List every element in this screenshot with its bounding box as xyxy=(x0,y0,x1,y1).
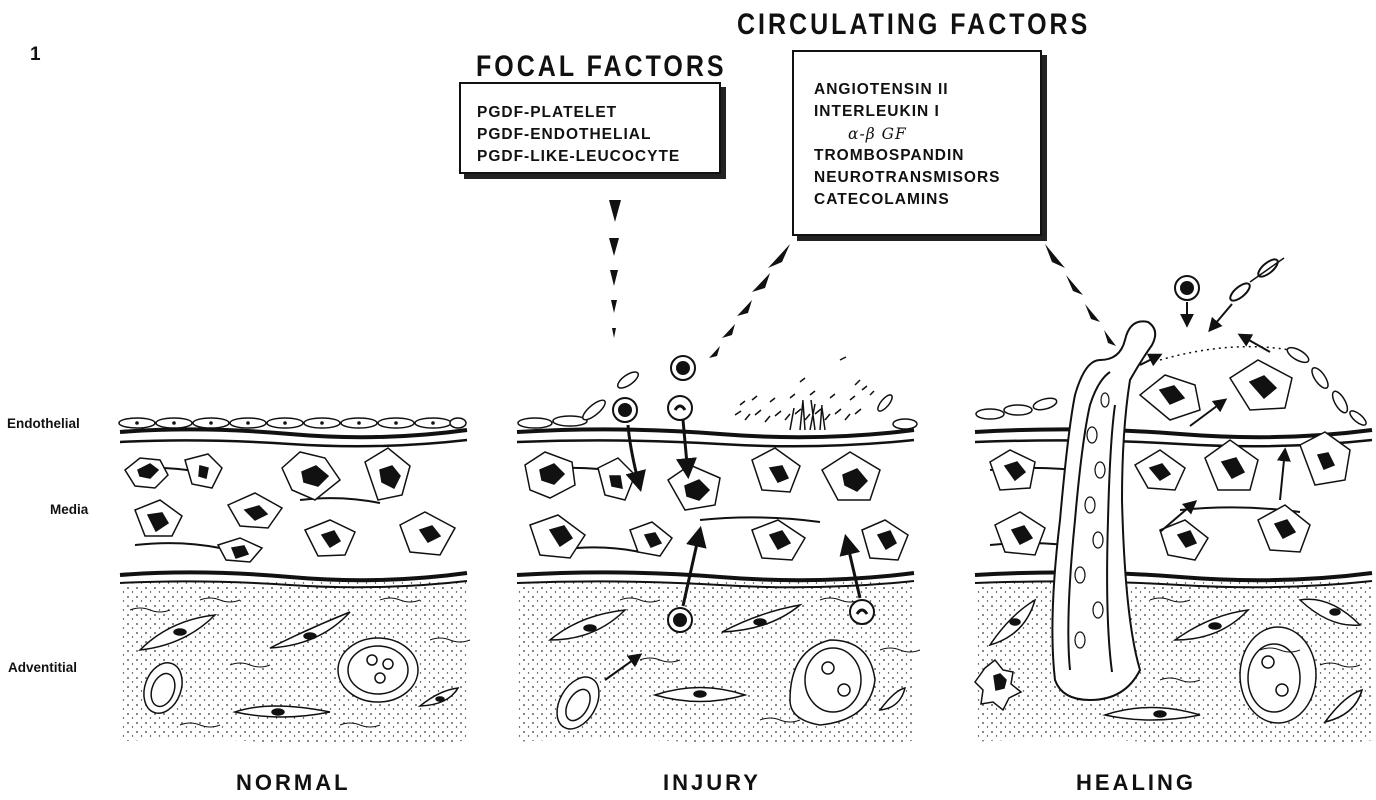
focal-factors-heading: FOCAL FACTORS xyxy=(476,50,727,84)
endothelial-cells-injury xyxy=(518,369,917,429)
endothelial-cells-normal xyxy=(119,418,466,428)
label-adventitial: Adventitial xyxy=(8,660,77,675)
figure-number: 1 xyxy=(30,44,41,66)
panel-label-healing: HEALING xyxy=(1076,770,1196,796)
focal-item: PGDF-PLATELET xyxy=(477,102,719,124)
circulating-item: TROMBOSPANDIN xyxy=(814,145,1040,167)
media-cells-healing xyxy=(990,360,1350,560)
label-endothelial: Endothelial xyxy=(7,416,80,431)
focal-item: PGDF-LIKE-LEUCOCYTE xyxy=(477,146,719,168)
circulating-item: INTERLEUKIN I xyxy=(814,101,1040,123)
focal-item: PGDF-ENDOTHELIAL xyxy=(477,124,719,146)
circulating-item: CATECOLAMINS xyxy=(814,189,1040,211)
media-cells-normal xyxy=(125,448,455,562)
circulating-factors-box: ANGIOTENSIN II INTERLEUKIN I α-β GF TROM… xyxy=(792,50,1042,236)
media-cells-injury xyxy=(525,448,908,560)
panel-label-injury: INJURY xyxy=(663,770,761,796)
circulating-factors-heading: CIRCULATING FACTORS xyxy=(737,8,1090,42)
focal-factors-box: PGDF-PLATELET PGDF-ENDOTHELIAL PGDF-LIKE… xyxy=(459,82,721,174)
circulating-item: ANGIOTENSIN II xyxy=(814,79,1040,101)
panel-label-normal: NORMAL xyxy=(236,770,351,796)
circulating-item: NEUROTRANSMISORS xyxy=(814,167,1040,189)
label-media: Media xyxy=(50,502,88,517)
platelet-aggregate xyxy=(735,357,874,430)
circulating-item: α-β GF xyxy=(814,123,1040,145)
